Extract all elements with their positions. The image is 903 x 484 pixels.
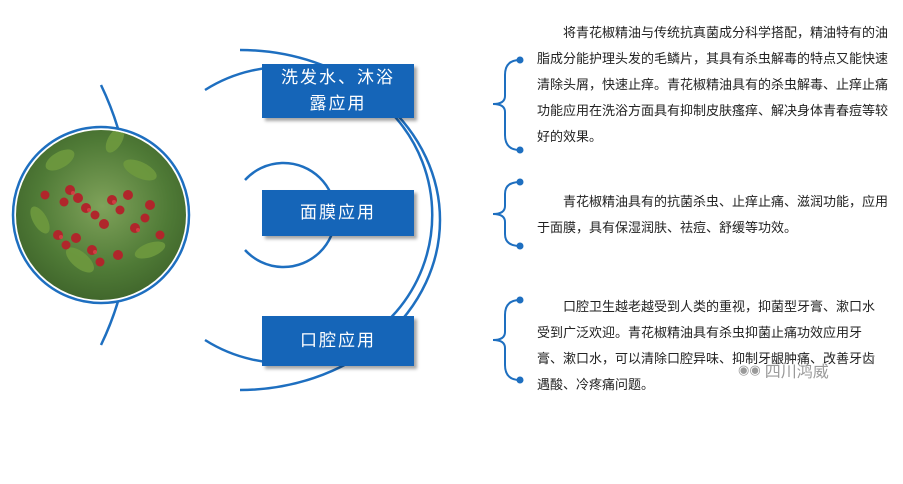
- bracket-mask: [492, 181, 521, 247]
- pepper-photo: [11, 125, 191, 305]
- label-mask-text: 面膜应用: [300, 203, 376, 223]
- bracket-mask-dot-bottom: [516, 242, 524, 250]
- bracket-oral: [492, 299, 521, 381]
- wechat-icon: ◉◉: [738, 362, 761, 378]
- bracket-mask-dot-top: [516, 178, 524, 186]
- label-shampoo-line2: 露应用: [309, 94, 367, 114]
- label-oral: 口腔应用: [262, 316, 414, 366]
- desc-oral: 口腔卫生越老越受到人类的重视，抑菌型牙膏、漱口水受到广泛欢迎。青花椒精油具有杀虫…: [537, 300, 876, 393]
- bracket-shampoo: [492, 59, 521, 151]
- watermark: ◉◉ 四川鸿威: [738, 358, 829, 382]
- bracket-oral-dot-bottom: [516, 376, 524, 384]
- label-shampoo: 洗发水、沐浴 露应用: [262, 64, 414, 118]
- label-mask: 面膜应用: [262, 190, 414, 236]
- watermark-text: 四川鸿威: [764, 362, 829, 381]
- desc-shampoo: 将青花椒精油与传统抗真菌成分科学搭配，精油特有的油脂成分能护理头发的毛鳞片，其具…: [537, 26, 889, 145]
- desc-mask: 青花椒精油具有的抗菌杀虫、止痒止痛、滋润功能，应用于面膜，具有保湿润肤、祛痘、舒…: [537, 195, 889, 236]
- label-shampoo-line1: 洗发水、沐浴: [281, 68, 395, 88]
- bracket-shampoo-dot-bottom: [516, 146, 524, 154]
- bracket-oral-dot-top: [516, 296, 524, 304]
- bracket-shampoo-dot-top: [516, 56, 524, 64]
- label-oral-text: 口腔应用: [300, 331, 376, 351]
